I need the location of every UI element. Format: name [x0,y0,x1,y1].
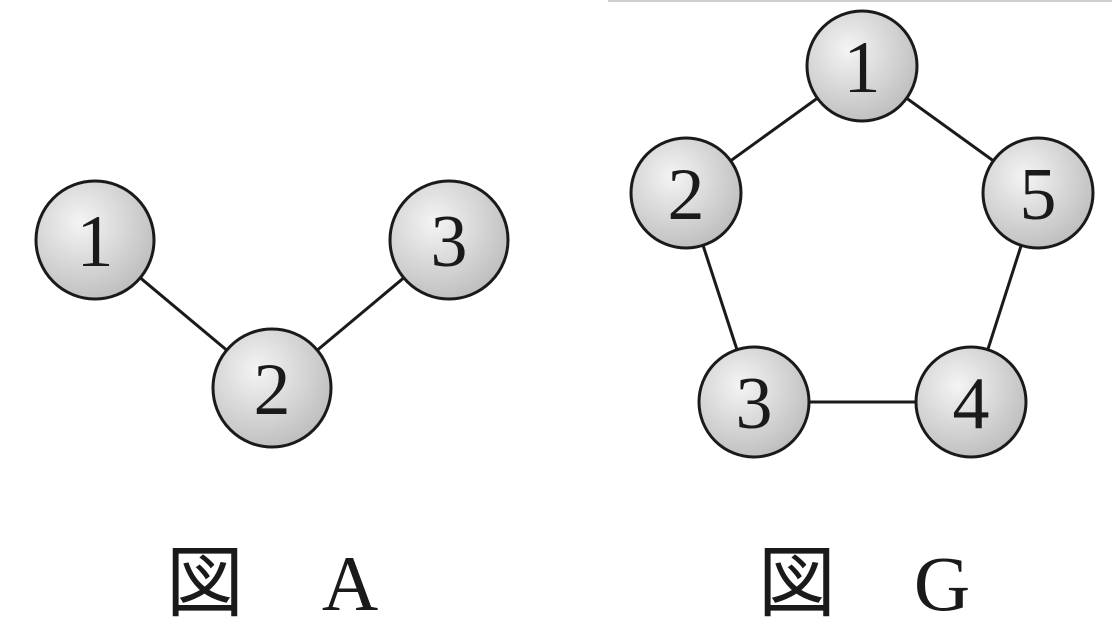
graph-g-node-5-label: 5 [1020,154,1057,236]
graph-a-node-3-label: 3 [431,201,468,283]
graph-g: 1 2 3 4 5 図 G [629,9,1095,627]
graph-g-node-3: 3 [697,345,811,459]
graph-a-node-3: 3 [388,179,510,301]
graph-g-node-1: 1 [805,9,919,123]
graph-a-node-1: 1 [34,179,156,301]
graph-a: 1 2 3 図 A [34,179,510,627]
graph-g-node-1-label: 1 [844,27,881,109]
graph-g-node-3-label: 3 [736,363,773,445]
graph-g-node-2: 2 [629,136,743,250]
graph-g-node-5: 5 [981,136,1095,250]
graph-a-caption: 図 A [166,540,378,627]
graph-g-node-4-label: 4 [953,363,990,445]
graph-a-node-2-label: 2 [254,349,291,431]
graph-a-node-2: 2 [211,327,333,449]
graph-g-caption: 図 G [758,540,970,627]
graph-a-node-1-label: 1 [77,201,114,283]
graph-g-node-2-label: 2 [668,154,705,236]
graph-g-node-4: 4 [914,345,1028,459]
